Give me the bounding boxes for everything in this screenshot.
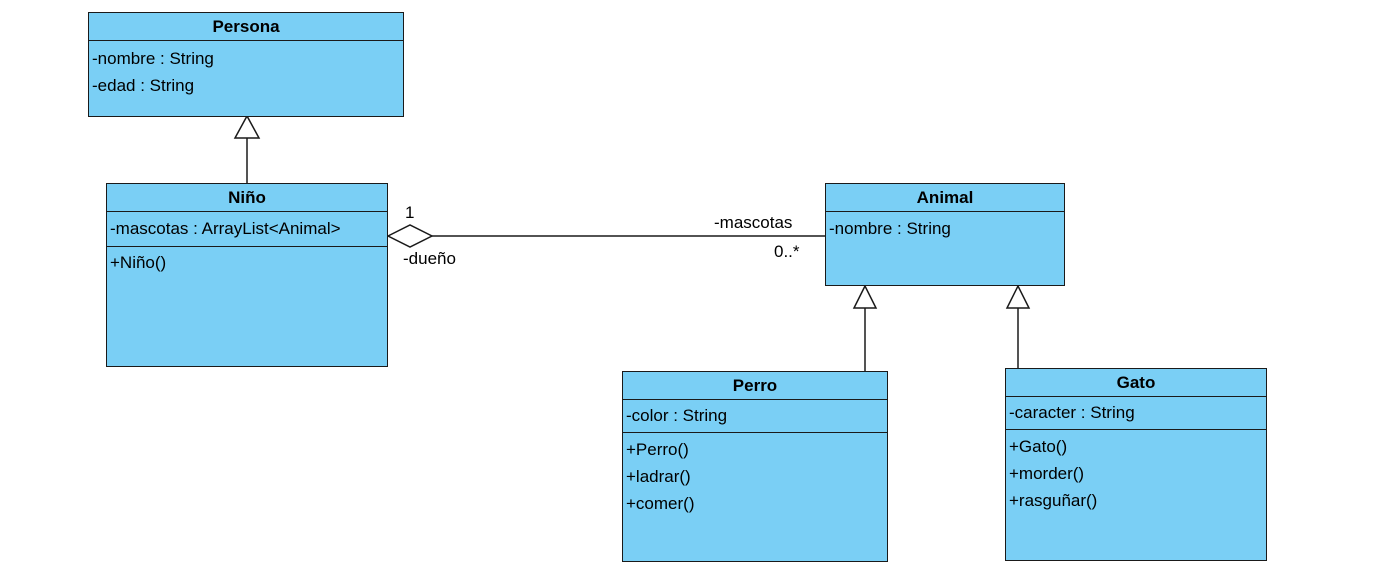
class-perro-attributes: -color : String: [623, 400, 887, 433]
generalization-gato-animal-arrowhead: [1005, 284, 1031, 309]
class-animal-name: Animal: [826, 184, 1064, 212]
method: +rasguñar(): [1009, 491, 1098, 510]
method: +comer(): [626, 494, 695, 513]
class-nino[interactable]: Niño -mascotas : ArrayList<Animal> +Niño…: [106, 183, 388, 367]
method: +morder(): [1009, 464, 1085, 483]
generalization-perro-animal-arrowhead: [852, 284, 878, 309]
attribute: -edad : String: [92, 76, 195, 95]
class-nino-attributes: -mascotas : ArrayList<Animal>: [107, 212, 387, 247]
method: +Niño(): [110, 253, 167, 272]
owner-multiplicity-label: 1: [405, 203, 415, 222]
part-role-label: -mascotas: [714, 213, 793, 232]
class-perro[interactable]: Perro -color : String +Perro() +ladrar()…: [622, 371, 888, 562]
class-gato[interactable]: Gato -caracter : String +Gato() +morder(…: [1005, 368, 1267, 561]
method: +Gato(): [1009, 437, 1068, 456]
aggregation-diamond: [386, 224, 434, 248]
class-animal-attributes: -nombre : String: [826, 212, 1064, 242]
part-multiplicity-label: 0..*: [774, 242, 800, 261]
class-gato-attributes: -caracter : String: [1006, 397, 1266, 430]
class-nino-methods: +Niño(): [107, 247, 387, 276]
class-gato-name: Gato: [1006, 369, 1266, 397]
class-nino-name: Niño: [107, 184, 387, 212]
generalization-nino-persona-arrowhead: [233, 114, 261, 139]
class-persona-name: Persona: [89, 13, 403, 41]
method: +Perro(): [626, 440, 689, 459]
class-gato-methods: +Gato() +morder() +rasguñar(): [1006, 430, 1266, 514]
attribute: -caracter : String: [1009, 403, 1135, 422]
attribute: -nombre : String: [829, 219, 951, 238]
method: +ladrar(): [626, 467, 691, 486]
attribute: -nombre : String: [92, 49, 214, 68]
attribute: -mascotas : ArrayList<Animal>: [110, 219, 341, 238]
class-persona-attributes: -nombre : String -edad : String: [89, 41, 403, 99]
attribute: -color : String: [626, 406, 728, 425]
owner-role-label: -dueño: [403, 249, 456, 268]
class-animal[interactable]: Animal -nombre : String: [825, 183, 1065, 286]
class-perro-name: Perro: [623, 372, 887, 400]
class-persona[interactable]: Persona -nombre : String -edad : String: [88, 12, 404, 117]
class-perro-methods: +Perro() +ladrar() +comer(): [623, 433, 887, 517]
